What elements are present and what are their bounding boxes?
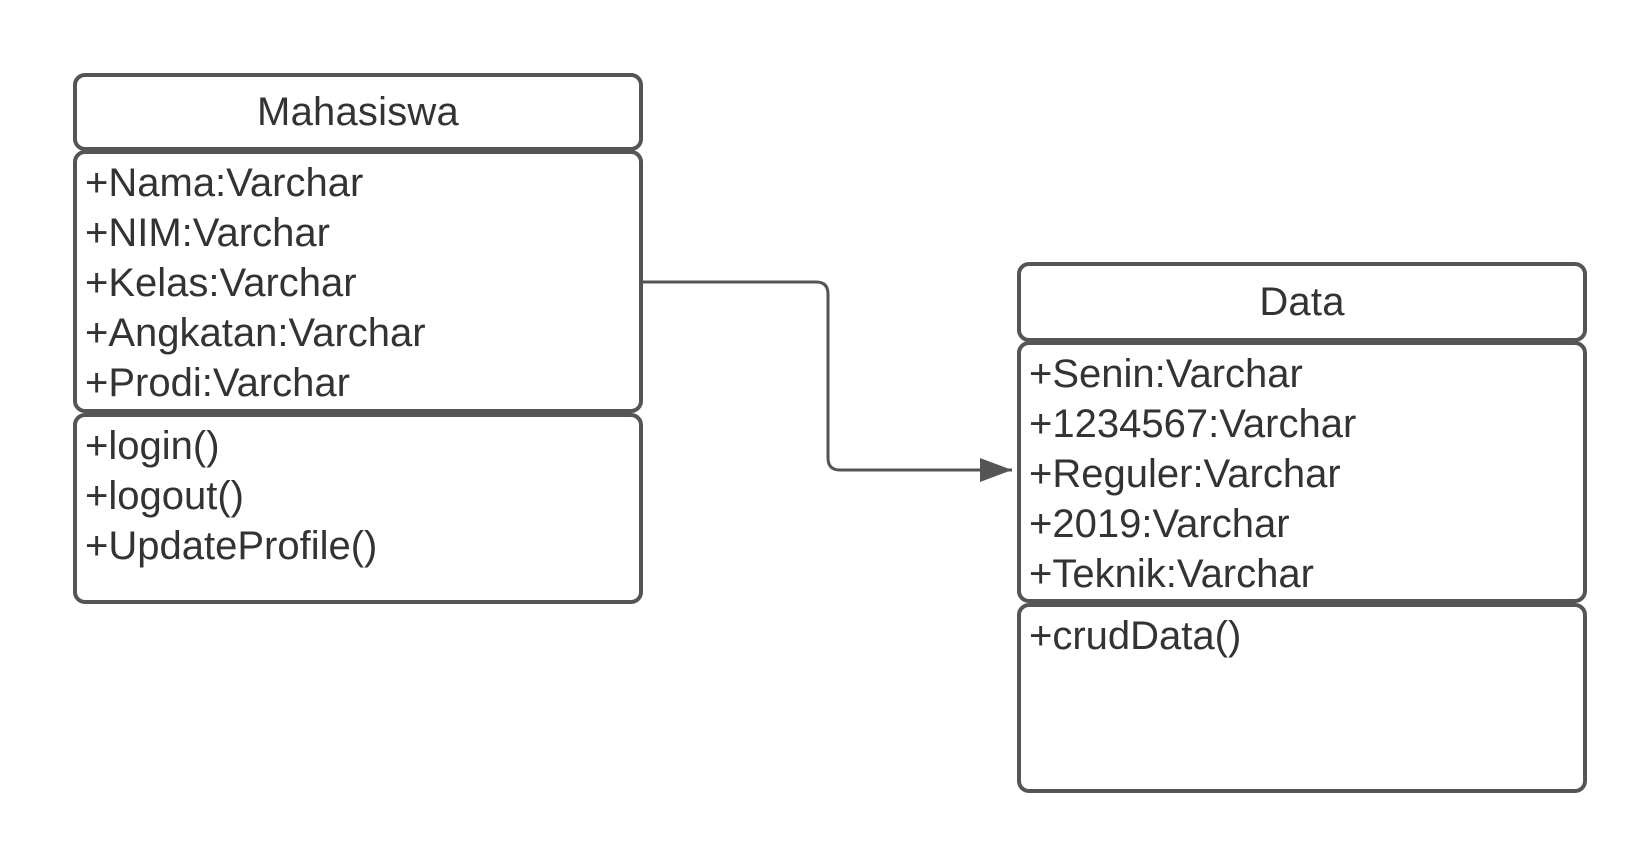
class-mahasiswa-header: Mahasiswa xyxy=(73,73,643,151)
method-row: +logout() xyxy=(85,474,244,518)
arrowhead xyxy=(980,458,1012,482)
method-row: +UpdateProfile() xyxy=(85,524,378,568)
class-mahasiswa-methods: +login() +logout() +UpdateProfile() xyxy=(73,413,643,604)
class-data-name: Data xyxy=(1259,279,1345,324)
attribute-row: +Teknik:Varchar xyxy=(1029,552,1314,596)
class-data[interactable]: Data +Senin:Varchar +1234567:Varchar +Re… xyxy=(1017,262,1587,793)
method-row: +crudData() xyxy=(1029,614,1242,658)
class-mahasiswa-name: Mahasiswa xyxy=(257,89,459,134)
method-row: +login() xyxy=(85,424,220,468)
class-data-methods: +crudData() xyxy=(1017,603,1587,793)
attribute-row: +Kelas:Varchar xyxy=(85,261,357,305)
class-data-attributes: +Senin:Varchar +1234567:Varchar +Reguler… xyxy=(1017,341,1587,603)
attribute-row: +1234567:Varchar xyxy=(1029,402,1357,446)
attribute-row: +Angkatan:Varchar xyxy=(85,311,426,355)
attribute-row: +Prodi:Varchar xyxy=(85,361,350,405)
class-mahasiswa-attributes: +Nama:Varchar +NIM:Varchar +Kelas:Varcha… xyxy=(73,150,643,413)
attribute-row: +Nama:Varchar xyxy=(85,161,364,205)
attribute-row: +Senin:Varchar xyxy=(1029,352,1303,396)
attribute-row: +NIM:Varchar xyxy=(85,211,330,255)
association-line xyxy=(642,280,1012,472)
class-data-header: Data xyxy=(1017,262,1587,342)
class-mahasiswa[interactable]: Mahasiswa +Nama:Varchar +NIM:Varchar +Ke… xyxy=(73,73,643,604)
attribute-row: +2019:Varchar xyxy=(1029,502,1290,546)
attribute-row: +Reguler:Varchar xyxy=(1029,452,1341,496)
